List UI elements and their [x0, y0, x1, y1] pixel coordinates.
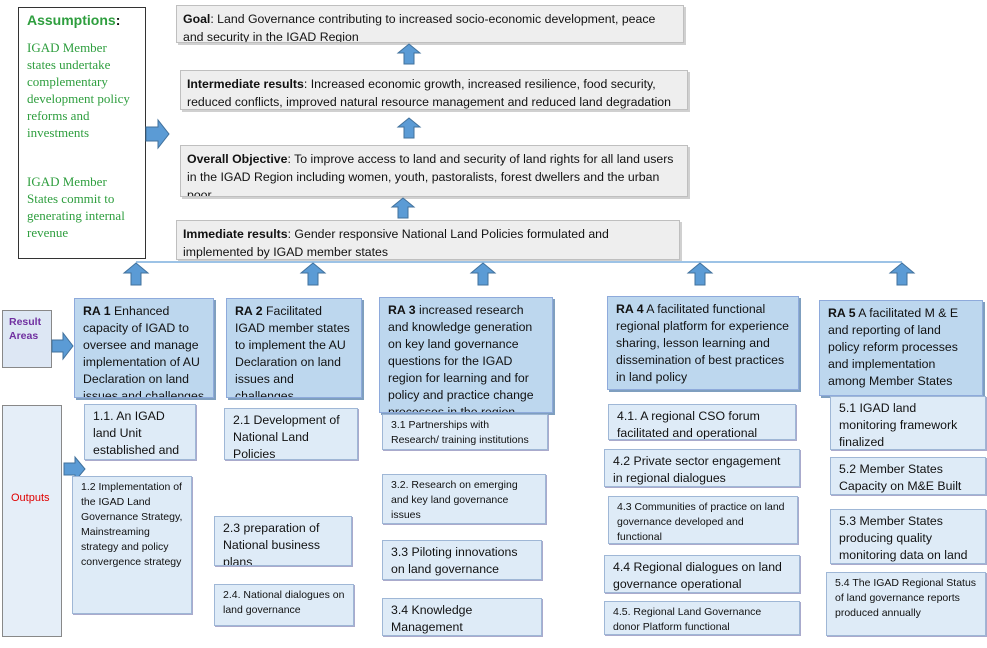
output-4-3: 4.3 Communities of practice on land gove… — [608, 496, 798, 544]
assumptions-arrow — [145, 118, 170, 150]
up-arrow-ra5 — [888, 262, 916, 286]
ra1-box: RA 1 Enhanced capacity of IGAD to overse… — [74, 298, 214, 398]
objective-text: : To improve access to land and security… — [187, 152, 674, 197]
ra3-box: RA 3 increased research and knowledge ge… — [379, 297, 553, 413]
up-arrow-objective — [390, 197, 416, 219]
intermediate-label: Intermediate results — [187, 77, 304, 91]
output-5-4: 5.4 The IGAD Regional Status of land gov… — [826, 572, 986, 636]
intermediate-results-box: Intermediate results: Increased economic… — [180, 70, 688, 110]
output-4-2: 4.2 Private sector engagement in regiona… — [604, 449, 800, 487]
up-arrow-ra1 — [122, 262, 150, 286]
output-5-3: 5.3 Member States producing quality moni… — [830, 509, 986, 564]
objective-label: Overall Objective — [187, 152, 288, 166]
result-areas-label: Result Areas — [2, 310, 52, 368]
output-5-1: 5.1 IGAD land monitoring framework final… — [830, 396, 986, 450]
assumptions-title: Assumptions: — [27, 12, 121, 28]
output-3-3: 3.3 Piloting innovations on land governa… — [382, 540, 542, 580]
overall-objective-box: Overall Objective: To improve access to … — [180, 145, 688, 197]
goal-text: : Land Governance contributing to increa… — [183, 12, 656, 43]
goal-box: Goal: Land Governance contributing to in… — [176, 5, 684, 43]
outputs-label: Outputs — [2, 405, 62, 637]
assumption-1: IGAD Member states undertake complementa… — [27, 40, 130, 140]
output-5-2: 5.2 Member States Capacity on M&E Built — [830, 457, 986, 495]
intermediate-text: : Increased economic growth, increased r… — [187, 77, 671, 109]
output-1-2: 1.2 Implementation of the IGAD Land Gove… — [72, 476, 192, 614]
up-arrow-ra2 — [299, 262, 327, 286]
output-3-2: 3.2. Research on emerging and key land g… — [382, 474, 546, 524]
immediate-text: : Gender responsive National Land Polici… — [183, 227, 609, 259]
output-1-1: 1.1. An IGAD land Unit established and s… — [84, 404, 196, 460]
assumption-2: IGAD Member States commit to generating … — [27, 174, 125, 240]
output-2-4: 2.4. National dialogues on land governan… — [214, 584, 354, 626]
outputs-arrow — [63, 455, 86, 483]
assumptions-box: Assumptions: IGAD Member states undertak… — [18, 7, 146, 259]
up-arrow-ra3 — [469, 262, 497, 286]
immediate-results-box: Immediate results: Gender responsive Nat… — [176, 220, 680, 260]
result-areas-arrow — [51, 331, 74, 361]
up-arrow-goal — [396, 43, 422, 65]
immediate-label: Immediate results — [183, 227, 288, 241]
output-3-4: 3.4 Knowledge Management — [382, 598, 542, 636]
ra5-box: RA 5 A facilitated M & E and reporting o… — [819, 300, 983, 396]
output-2-3: 2.3 preparation of National business pla… — [214, 516, 352, 566]
up-arrow-ra4 — [686, 262, 714, 286]
output-4-4: 4.4 Regional dialogues on land governanc… — [604, 555, 800, 593]
output-2-1: 2.1 Development of National Land Policie… — [224, 408, 358, 460]
connector-line — [136, 261, 902, 263]
goal-label: Goal — [183, 12, 211, 26]
ra2-box: RA 2 Facilitated IGAD member states to i… — [226, 298, 362, 398]
output-4-5: 4.5. Regional Land Governance donor Plat… — [604, 601, 800, 635]
ra4-box: RA 4 A facilitated functional regional p… — [607, 296, 799, 390]
up-arrow-intermediate — [396, 117, 422, 139]
output-4-1: 4.1. A regional CSO forum facilitated an… — [608, 404, 796, 440]
output-3-1: 3.1 Partnerships with Research/ training… — [382, 414, 548, 450]
